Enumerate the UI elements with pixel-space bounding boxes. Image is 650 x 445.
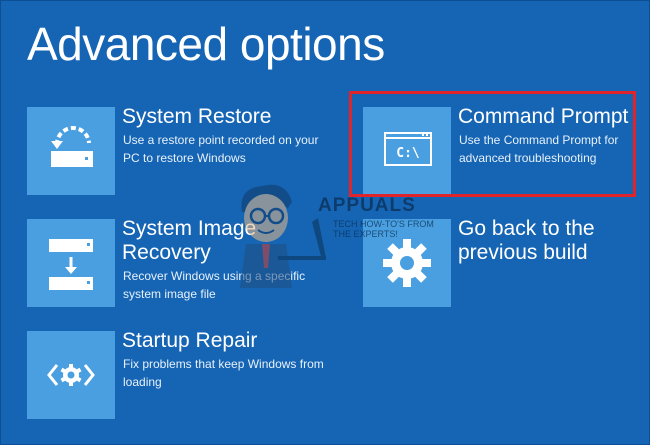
watermark-tagline-1: TECH HOW-TO'S FROM [333,219,434,229]
startup-repair-icon [47,364,95,386]
page-title: Advanced options [27,18,385,70]
option-system-restore[interactable]: System Restore Use a restore point recor… [27,105,327,197]
option-title-line-1: System Image [122,217,257,240]
highlight-box [349,91,636,197]
option-title: Command Prompt [458,105,629,128]
option-title-line-2: Recovery [122,241,211,264]
option-startup-repair[interactable]: Startup Repair Fix problems that keep Wi… [27,329,327,421]
option-go-back[interactable]: Go back to the previous build [363,217,633,309]
go-back-tile[interactable] [363,219,451,307]
command-prompt-tile[interactable]: C:\ [363,107,451,195]
gear-icon [383,239,431,287]
appuals-mascot-icon [240,184,326,288]
option-description: Use a restore point recorded on your PC … [123,133,319,165]
option-title-line-2: previous build [458,241,588,264]
option-title: Startup Repair [122,329,258,352]
option-description: Fix problems that keep Windows from load… [123,357,324,389]
option-command-prompt[interactable]: C:\ Command Prompt Use the Command Promp… [363,105,633,197]
system-image-icon [49,239,93,290]
startup-repair-tile[interactable] [27,331,115,419]
option-title-line-1: Go back to the [458,217,595,240]
system-restore-tile[interactable] [27,107,115,195]
command-prompt-icon-text: C:\ [396,146,420,161]
option-description: Use the Command Prompt for advanced trou… [459,133,619,165]
option-title: System Restore [122,105,272,128]
system-restore-icon [51,126,93,167]
command-prompt-icon: C:\ [384,132,432,166]
watermark-tagline-2: THE EXPERTS! [333,229,398,239]
watermark-brand: APPUALS [318,195,416,216]
system-image-tile[interactable] [27,219,115,307]
